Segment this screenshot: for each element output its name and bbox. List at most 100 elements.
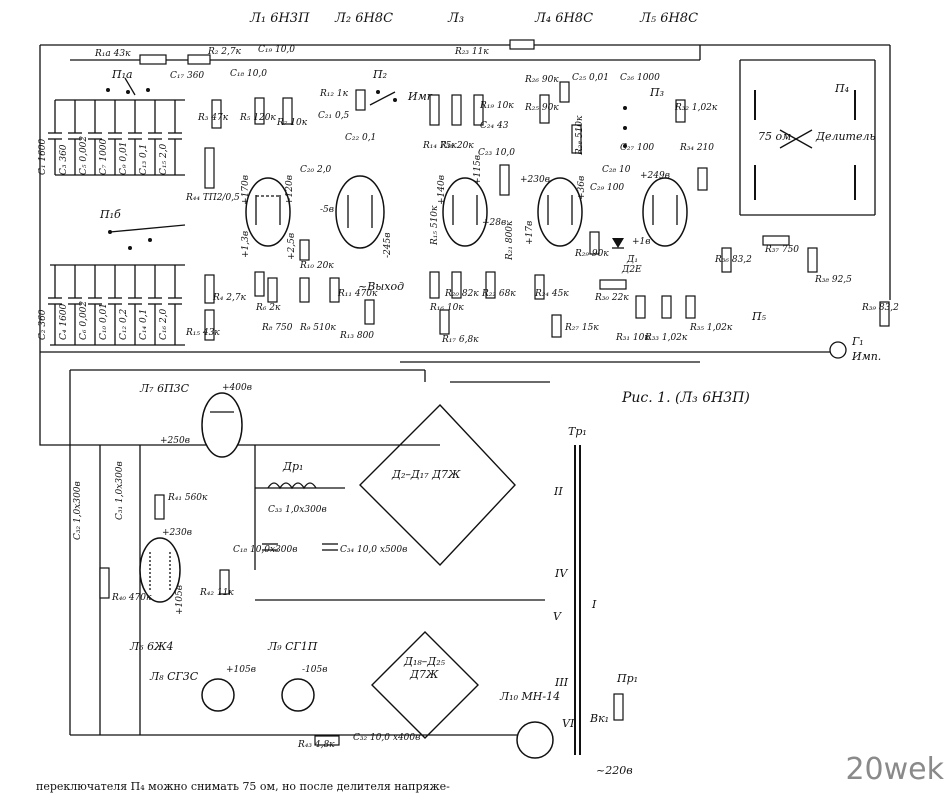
r36-label: R₃₆ 83,2 bbox=[714, 255, 752, 265]
r21-label: R₂₁ 800к bbox=[505, 220, 515, 261]
svg-text:+400в: +400в bbox=[222, 383, 252, 393]
r37-label: R₃₇ 750 bbox=[764, 245, 799, 255]
r42-label: R₄₂ 11к bbox=[199, 588, 234, 598]
c18-label: C₁₈ 10,0 bbox=[230, 69, 267, 79]
p3-label: П₃ bbox=[649, 86, 664, 99]
r13-label: R₁₃ 800 bbox=[339, 331, 374, 341]
r35-label: R₃₅ 1,02к bbox=[689, 323, 733, 333]
choke-filter: Др₁ C₃₃ 1,0х300в C₁₈ 10,0х300в C₃₄ 10,0 … bbox=[233, 460, 407, 555]
svg-text:+17в: +17в bbox=[525, 221, 535, 245]
r23-label: R₂₃ 11к bbox=[454, 47, 489, 57]
capacitor-labels-bottom: C₂ 360 C₄ 1600 C₆ 0,002 C₁₀ 0,01 C₁₂ 0,2… bbox=[38, 301, 169, 340]
top-rails bbox=[39, 44, 891, 446]
switch-p2: П₂ Имп. bbox=[369, 68, 437, 106]
divider-p4: П₄ 75 ом Делитель bbox=[739, 59, 876, 216]
c23-label: C₂₃ 10,0 bbox=[478, 148, 515, 158]
c27-label: C₂₇ 100 bbox=[620, 143, 654, 153]
r7-label: R₇ 10к bbox=[276, 118, 308, 128]
mains-label: ~220в bbox=[596, 764, 633, 777]
svg-text:+105в: +105в bbox=[175, 585, 185, 615]
r10-label: R₁₀ 20к bbox=[299, 261, 334, 271]
resistors-l1: R₅ 120к R₇ 10к R₆ 2к R₈ 750 R₉ 510к R₁₀ … bbox=[230, 45, 336, 333]
svg-text:+249в: +249в bbox=[640, 171, 670, 181]
resistors-l2: R₁₁ 470к R₁₃ 800 R₁₂ 1к C₂₁ 0,5 C₂₂ 0,1 … bbox=[318, 89, 404, 341]
r29-label: R₂₉ 90к bbox=[574, 249, 609, 259]
c20-label: C₂₀ 2,0 bbox=[300, 165, 332, 175]
svg-text:+105в: +105в bbox=[226, 665, 256, 675]
p4-label: П₄ bbox=[834, 82, 849, 95]
svg-text:+28в: +28в bbox=[482, 218, 506, 228]
svg-text:+1в: +1в bbox=[632, 237, 651, 247]
l9-label: Л₉ СГ1П bbox=[267, 640, 318, 653]
r1a-r2-group: R₁а 43к R₂ 2,7к C₁₇ 360 bbox=[94, 47, 242, 81]
bridge2-label: Д₁₈–Д₂₅ bbox=[403, 655, 446, 668]
resistor-r23: R₂₃ 11к bbox=[454, 39, 535, 57]
vk1-label: Вк₁ bbox=[589, 712, 609, 725]
power-supply-wiring bbox=[69, 369, 550, 736]
r2-label: R₂ 2,7к bbox=[207, 47, 242, 57]
c2-label: C₂ 360 bbox=[38, 309, 48, 340]
c34-label: C₃₄ 10,0 х500в bbox=[340, 545, 407, 555]
svg-text:+140в: +140в bbox=[437, 175, 447, 205]
r44-label: R₄₄ ТП2/0,5 bbox=[185, 193, 240, 203]
winding-iv-label: IV bbox=[554, 567, 568, 580]
tube-l3: Л₃ bbox=[442, 11, 488, 247]
r15b-label: R₁₅ 510к bbox=[430, 205, 440, 246]
l6-label: Л₆ 6Ж4 bbox=[129, 640, 173, 653]
bridge2b-label: Д7Ж bbox=[409, 668, 439, 681]
diode-d1: Д₁ Д2Е R₃₀ 22к bbox=[594, 238, 642, 303]
svg-text:+115в: +115в bbox=[473, 155, 483, 185]
tube-l9: Л₉ СГ1П -105в R₄₃ 4,8к C₃₂ 10,0 х400в bbox=[267, 640, 420, 750]
r11-label: R₁₁ 470к bbox=[337, 289, 378, 299]
tube-l1: Л₁ 6Н3П bbox=[245, 11, 310, 247]
l3-label: Л₃ bbox=[447, 11, 464, 26]
c19-label: C₁₉ 10,0 bbox=[258, 45, 295, 55]
tube-l5: Л₅ 6Н8С bbox=[639, 11, 698, 247]
c12-label: C₁₂ 0,2 bbox=[119, 308, 129, 340]
c1-label: C₁ 1600 bbox=[38, 138, 48, 175]
switch-p1a: П₁а bbox=[106, 68, 150, 96]
resistors-l3: R₁₄ 75к R₁₈ 20к R₁₉ 10к R₁₆ 10к R₂₀ 82к … bbox=[422, 94, 516, 345]
capacitor-bank-top bbox=[48, 99, 185, 176]
capacitor-labels-top: C₁ 1600 C₃ 360 C₅ 0,002 C₇ 1000 C₉ 0,01 … bbox=[38, 136, 169, 175]
resistors-l5: R₃₂ 1,02к R₃₄ 210 R₃₁ 10к R₃₃ 1,02к R₃₅ … bbox=[615, 99, 733, 343]
r20-label: R₂₀ 82к bbox=[444, 289, 479, 299]
r3-label: R₃ 47к bbox=[197, 113, 229, 123]
r41-label: R₄₁ 560к bbox=[167, 493, 208, 503]
svg-text:-245в: -245в bbox=[383, 233, 393, 258]
p2-label: П₂ bbox=[372, 68, 387, 81]
d1-label: Д₁ bbox=[626, 255, 638, 265]
d1-type-label: Д2Е bbox=[621, 265, 642, 275]
r4-label: R₄ 2,7к bbox=[212, 293, 247, 303]
svg-text:+120в: +120в bbox=[285, 175, 295, 205]
c17-label: C₁₇ 360 bbox=[170, 71, 204, 81]
capacitor-bank-bottom bbox=[48, 264, 185, 346]
r33-label: R₃₃ 1,02к bbox=[644, 333, 688, 343]
pr1-label: Пр₁ bbox=[616, 672, 638, 685]
r15-label: R₁₅ 43к bbox=[185, 328, 220, 338]
c28-label: C₂₈ 10 bbox=[602, 165, 631, 175]
winding-ii-label: II bbox=[553, 485, 563, 498]
r27-label: R₂₇ 15к bbox=[564, 323, 599, 333]
svg-text:+250в: +250в bbox=[160, 436, 190, 446]
tube-l7: Л₇ 6П3С +400в +250в bbox=[139, 382, 252, 458]
r38-label: R₃₈ 92,5 bbox=[814, 275, 852, 285]
voltages-top: +170в +120в +1,3в +2,5в -5в -245в +140в … bbox=[241, 155, 670, 260]
r25-label: R₂₅ 90к bbox=[524, 103, 559, 113]
c24-label: C₂₄ 43 bbox=[480, 121, 509, 131]
c35-label: C₃₂ 10,0 х400в bbox=[353, 733, 420, 743]
winding-iii-label: III bbox=[554, 676, 569, 689]
footer-text: переключателя П₄ можно снимать 75 ом, но… bbox=[36, 780, 450, 793]
r17-label: R₁₇ 6,8к bbox=[441, 335, 479, 345]
l4-label: Л₄ 6Н8С bbox=[534, 11, 593, 26]
winding-vi-label: VI bbox=[562, 717, 575, 730]
r39-label: R₃₉ 83,2 bbox=[861, 303, 899, 313]
p5-label: П₅ bbox=[751, 310, 767, 323]
l8-label: Л₈ СГ3С bbox=[149, 670, 199, 683]
tube-l6: Л₆ 6Ж4 +230в +105в R₄₁ 560к R₄₀ 470к R₄₂… bbox=[73, 461, 234, 653]
svg-text:+230в: +230в bbox=[162, 528, 192, 538]
r18-label: R₁₈ 20к bbox=[439, 141, 474, 151]
winding-i-label: I bbox=[591, 598, 597, 611]
resistors-l4: R₂₅ 90к R₂₆ 90к R₂₈ 510к R₂₄ 45к R₂₇ 15к… bbox=[524, 73, 609, 338]
